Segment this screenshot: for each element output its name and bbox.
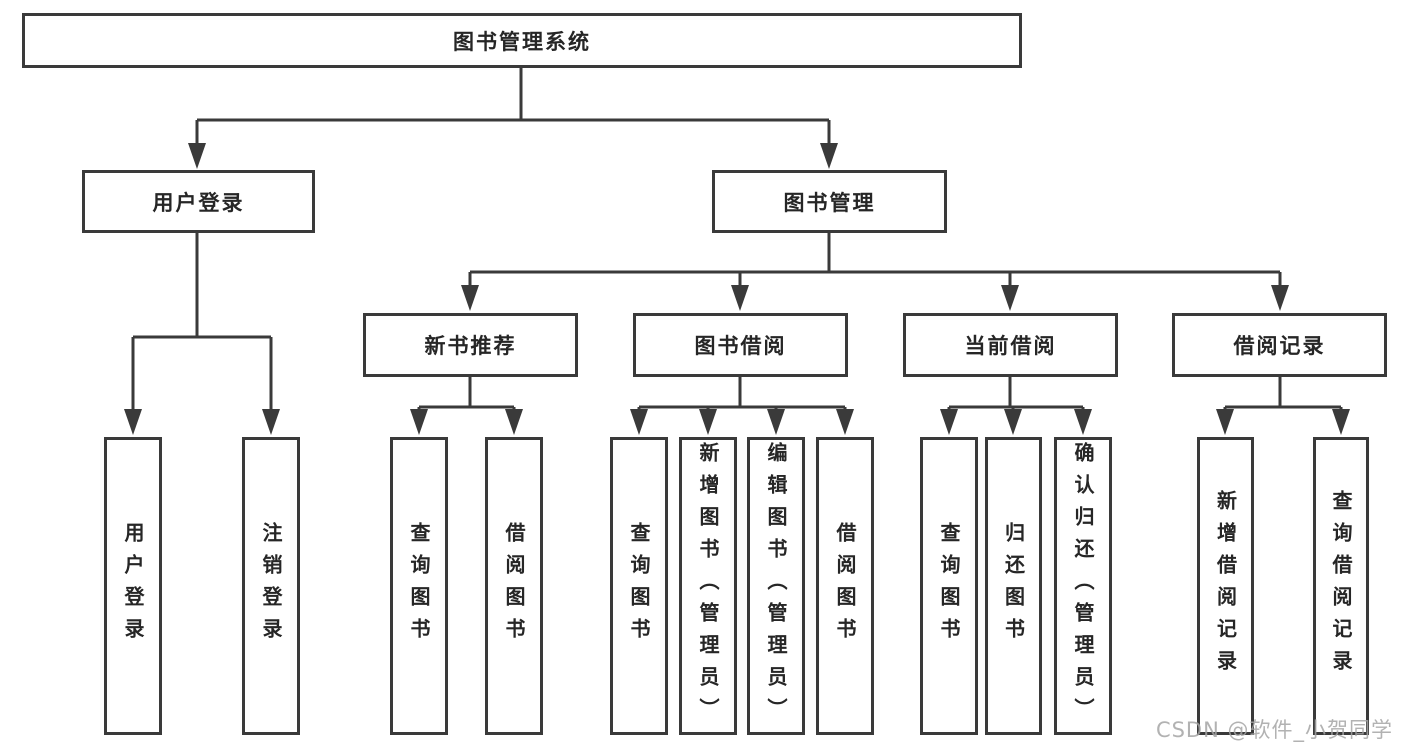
leaf-recommend-query-books: 查询图书 bbox=[390, 437, 448, 735]
leaf-logout: 注销登录 bbox=[242, 437, 300, 735]
node-current-borrow: 当前借阅 bbox=[903, 313, 1118, 377]
node-book-management: 图书管理 bbox=[712, 170, 947, 233]
node-user-login: 用户登录 bbox=[82, 170, 315, 233]
leaf-current-confirm-return-admin: 确认归还（管理员） bbox=[1054, 437, 1112, 735]
leaf-user-login: 用户登录 bbox=[104, 437, 162, 735]
leaf-records-add-record: 新增借阅记录 bbox=[1197, 437, 1254, 735]
leaf-records-query-record: 查询借阅记录 bbox=[1313, 437, 1369, 735]
node-root: 图书管理系统 bbox=[22, 13, 1022, 68]
leaf-borrow-query-books: 查询图书 bbox=[610, 437, 668, 735]
leaf-borrow-edit-books-admin: 编辑图书（管理员） bbox=[747, 437, 805, 735]
leaf-current-return-books: 归还图书 bbox=[985, 437, 1042, 735]
node-book-borrow: 图书借阅 bbox=[633, 313, 848, 377]
leaf-borrow-borrow-books: 借阅图书 bbox=[816, 437, 874, 735]
csdn-watermark: CSDN @软件_小贺同学 bbox=[1155, 718, 1393, 742]
leaf-current-query-books: 查询图书 bbox=[920, 437, 978, 735]
leaf-borrow-add-books-admin: 新增图书（管理员） bbox=[679, 437, 737, 735]
node-new-book-recommend: 新书推荐 bbox=[363, 313, 578, 377]
node-borrow-records: 借阅记录 bbox=[1172, 313, 1387, 377]
leaf-recommend-borrow-books: 借阅图书 bbox=[485, 437, 543, 735]
